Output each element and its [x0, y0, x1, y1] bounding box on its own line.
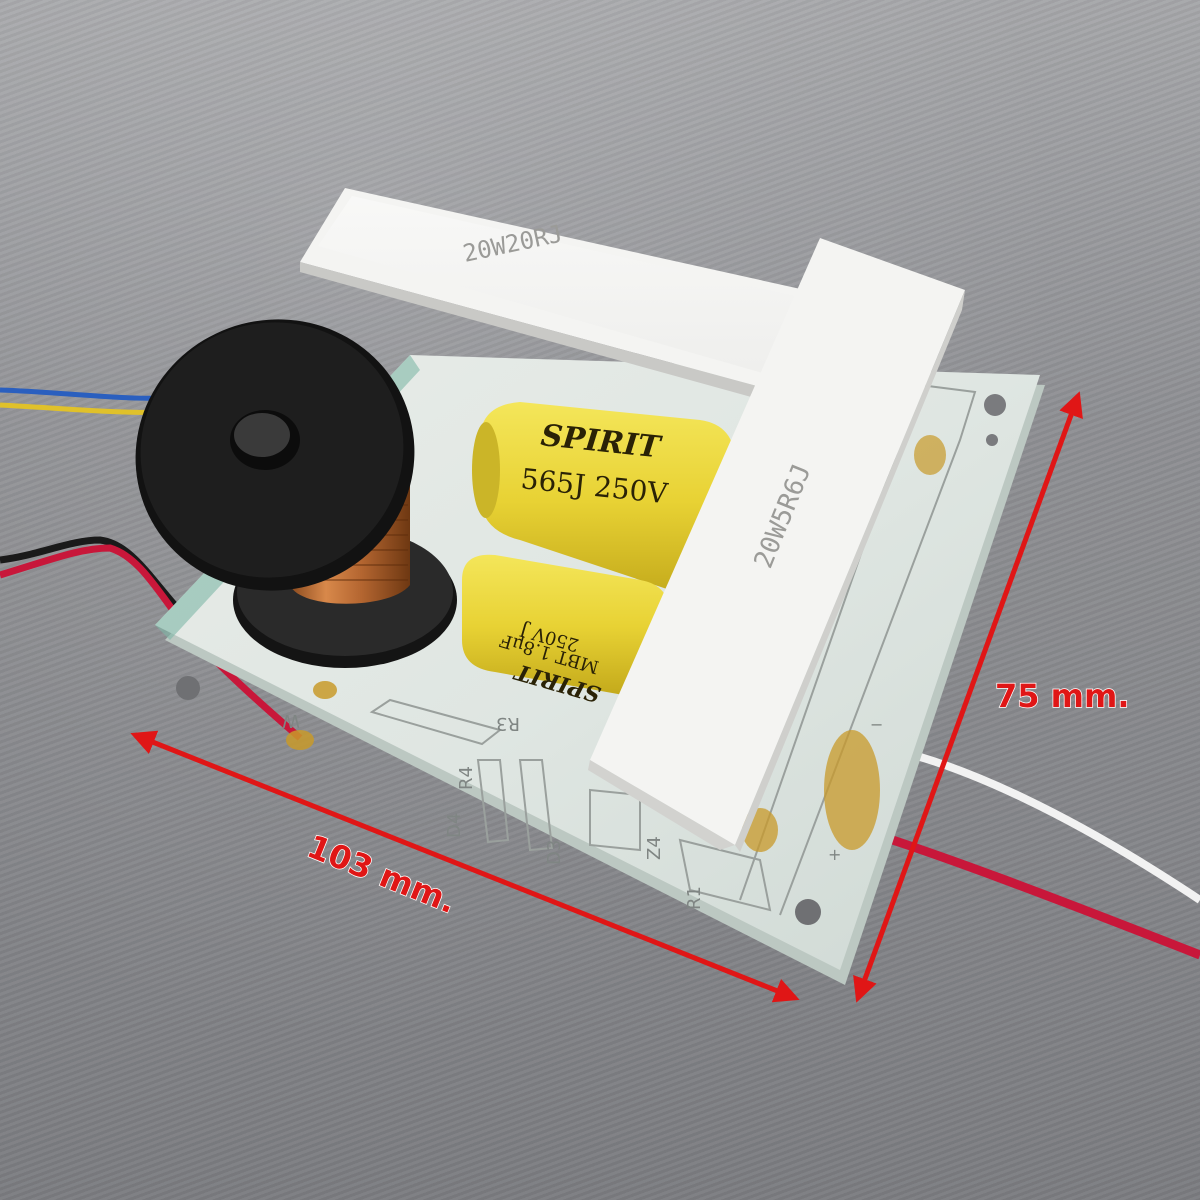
pcb-label-r4: R4	[456, 766, 477, 790]
pcb-label-minus: −	[870, 715, 883, 734]
capacitor-large: SPIRIT 565J 250V	[472, 402, 735, 601]
pcb-label-z4: Z4	[644, 836, 665, 860]
pcb-label-plus: +	[828, 845, 841, 864]
pcb-label-d4: D4	[444, 813, 465, 838]
dimension-height: 75 mm.	[853, 391, 1130, 1003]
dimension-height-label: 75 mm.	[995, 677, 1130, 715]
mount-hole	[176, 676, 200, 700]
pcb-label-r3: R3	[496, 713, 520, 734]
pcb-label-r1: R1	[684, 886, 705, 910]
mount-hole	[986, 434, 998, 446]
inductor-coil	[135, 319, 457, 668]
pcb-label-w: W	[282, 710, 300, 731]
mount-hole	[795, 899, 821, 925]
resistor-top: 20W20RJ	[300, 188, 808, 405]
mount-hole	[984, 394, 1006, 416]
dimension-width-label: 103 mm.	[302, 827, 462, 921]
pcb-label-d3: D3	[544, 840, 565, 865]
